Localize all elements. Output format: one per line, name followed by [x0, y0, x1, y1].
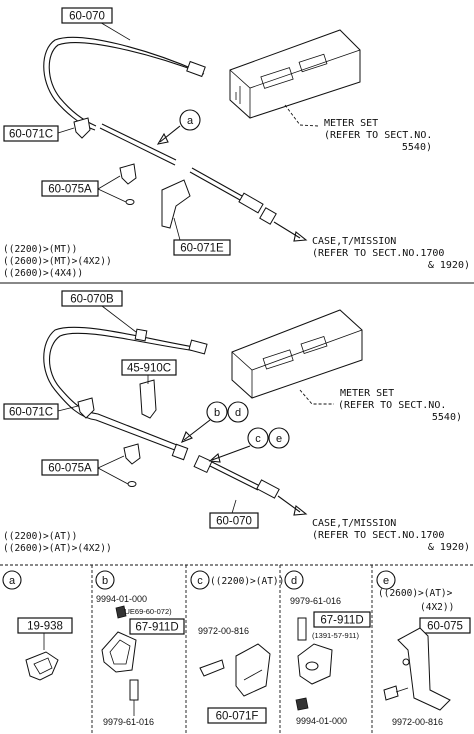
case-ref-b-line1: CASE,T/MISSION [312, 518, 396, 529]
panel-b-part-box: 67-911D [135, 622, 178, 634]
detail-panel-a: a 19-938 [2, 570, 73, 681]
panel-e-part-box: 60-075 [427, 621, 463, 633]
case-ref-line3: & 1920) [428, 260, 470, 271]
meter-ref-line1: METER SET [324, 118, 378, 129]
case-ref-line2: (REFER TO SECT.NO.1700 [312, 248, 444, 259]
part-label-grommet: 60-075A [48, 184, 92, 196]
condition-line1: ((2200)>(MT)) [3, 244, 77, 255]
speedometer-cable-b [43, 326, 201, 453]
detail-panel-b: b 9994-01-000 (UE69-60-072) 67-911D 9979… [95, 570, 185, 727]
grommet [119, 163, 137, 185]
panel-e-cond2: (4X2)) [420, 602, 454, 613]
detail-circle-d [227, 401, 249, 423]
panel-e-cond1: ((2600)>(AT)> [378, 588, 453, 599]
bracket [161, 179, 191, 229]
detail-letter-b: b [214, 407, 220, 419]
panel-b-part-top: 9994-01-000 [96, 594, 147, 604]
case-ref-line1: CASE,T/MISSION [312, 236, 396, 247]
part-label-grommet-b: 60-075A [48, 463, 92, 475]
panel-d-part-box: 67-911D [320, 615, 363, 627]
detail-circle-a [179, 109, 201, 131]
panel-c-part-box: 60-071F [216, 711, 259, 723]
detail-letter: a [187, 115, 194, 127]
bracket-60-075 [397, 627, 451, 711]
upper-section: a 60-070 60-071C 60-075A 60-071E METER S… [3, 7, 470, 279]
lower-section: b d c e 60-070B 45-910C 60-071C 60-075A … [3, 290, 470, 554]
meter-ref-line3: 5540) [402, 142, 432, 153]
meter-set [229, 29, 361, 119]
panel-d-part-bottom: 9994-01-000 [296, 716, 347, 726]
panel-letter-b: b [102, 575, 108, 587]
part-label-clamp: 45-910C [127, 363, 171, 375]
meter-set-b [231, 309, 363, 399]
part-label-clip-b: 60-071C [9, 407, 53, 419]
case-ref-b-line3: & 1920) [428, 542, 470, 553]
panel-a-part: 19-938 [27, 621, 63, 633]
condition-line2: ((2600)>(MT)>(4X2)) [3, 256, 112, 267]
clamp-19-938 [25, 651, 59, 681]
meter-ref-b-line3: 5540) [432, 412, 462, 423]
panel-letter-e: e [383, 575, 389, 587]
case-ref-b-line2: (REFER TO SECT.NO.1700 [312, 530, 444, 541]
part-label-cable-b: 60-070B [70, 294, 114, 306]
bracket-60-071f [235, 643, 271, 697]
part-label-cable: 60-070 [69, 11, 105, 23]
meter-ref-line2: (REFER TO SECT.NO. [324, 130, 432, 141]
detail-panel-d: d 9979-61-016 67-911D (1391-57-911) 9994… [284, 570, 371, 726]
clip [73, 117, 91, 139]
panel-letter-c: c [197, 575, 203, 587]
condition-line3: ((2600)>(4X4)) [3, 268, 83, 279]
detail-circle-e [268, 427, 290, 449]
panel-d-note: (1391-57-911) [312, 631, 359, 640]
condition-b-line1: ((2200)>(AT)) [3, 531, 77, 542]
detail-letter-e: e [276, 433, 282, 445]
panel-c-cond: ((2200)>(AT)) [210, 576, 284, 587]
part-label-cable2: 60-070 [216, 516, 252, 528]
panel-e-bolt: 9972-00-816 [392, 717, 443, 727]
panel-letter-a: a [9, 575, 16, 587]
detail-circle-b [206, 401, 228, 423]
condition-b-line2: ((2600)>(AT)>(4X2)) [3, 543, 112, 554]
detail-circle-c [247, 427, 269, 449]
speedometer-cable [43, 36, 201, 131]
detail-letter-d: d [235, 407, 241, 419]
detail-panels: a 19-938 b 9994-01-000 (UE69-60-072) 67-… [0, 564, 474, 734]
detail-panel-c: c ((2200)>(AT)) 9972-00-816 60-071F [190, 570, 284, 724]
part-label-clip: 60-071C [9, 129, 53, 141]
meter-ref-b-line1: METER SET [340, 388, 394, 399]
panel-b-part-bottom: 9979-61-016 [103, 717, 154, 727]
panel-d-part-top: 9979-61-016 [290, 596, 341, 606]
panel-letter-d: d [291, 575, 297, 587]
detail-panel-e: e ((2600)>(AT)> (4X2)) 60-075 9972-00-81… [376, 570, 471, 727]
clamp [139, 379, 157, 419]
panel-c-bolt: 9972-00-816 [198, 626, 249, 636]
detail-letter-c: c [255, 433, 261, 445]
part-label-bracket: 60-071E [180, 243, 224, 255]
cable-end-fitting [186, 60, 206, 78]
clamp-67-911d [101, 631, 137, 673]
meter-ref-b-line2: (REFER TO SECT.NO. [338, 400, 446, 411]
panel-b-note: (UE69-60-072) [122, 607, 172, 616]
